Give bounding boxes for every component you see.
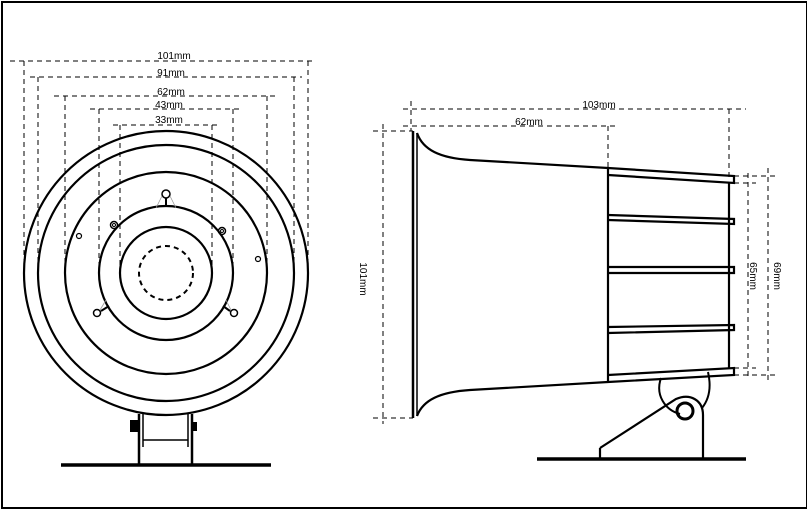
horn-bottom-edge (415, 380, 609, 417)
side-dimension-lines (373, 101, 776, 424)
front-stand (61, 414, 271, 467)
throat-ring (118, 225, 214, 321)
dim-label-62-front: 62mm (157, 87, 185, 98)
screw-guides (99, 195, 232, 311)
side-bracket (537, 371, 746, 461)
dim-label-69: 69mm (771, 262, 782, 290)
dim-label-101-front: 101mm (157, 51, 190, 62)
dim-label-43: 43mm (155, 100, 183, 111)
screws (75, 189, 262, 318)
dim-label-103: 103mm (582, 100, 615, 111)
hidden-throat (138, 245, 194, 301)
dim-label-65: 65mm (747, 262, 758, 290)
dim-label-101-side: 101mm (357, 262, 368, 295)
front-view: 101mm 91mm 62mm 43mm 33mm (10, 51, 316, 467)
inner-rim (36, 143, 296, 403)
pivot-bolt-icon (675, 401, 695, 421)
dim-label-62-side: 62mm (515, 117, 543, 128)
dim-label-91: 91mm (157, 68, 185, 79)
side-view: 103mm 62mm 101mm 65mm 69mm (357, 100, 782, 461)
horn-mouth-ring (63, 170, 269, 376)
front-dimension-lines (10, 60, 316, 283)
horn-top-edge (415, 132, 609, 170)
dim-label-33: 33mm (155, 115, 183, 126)
outer-rim (22, 129, 310, 417)
driver-body (607, 166, 736, 384)
